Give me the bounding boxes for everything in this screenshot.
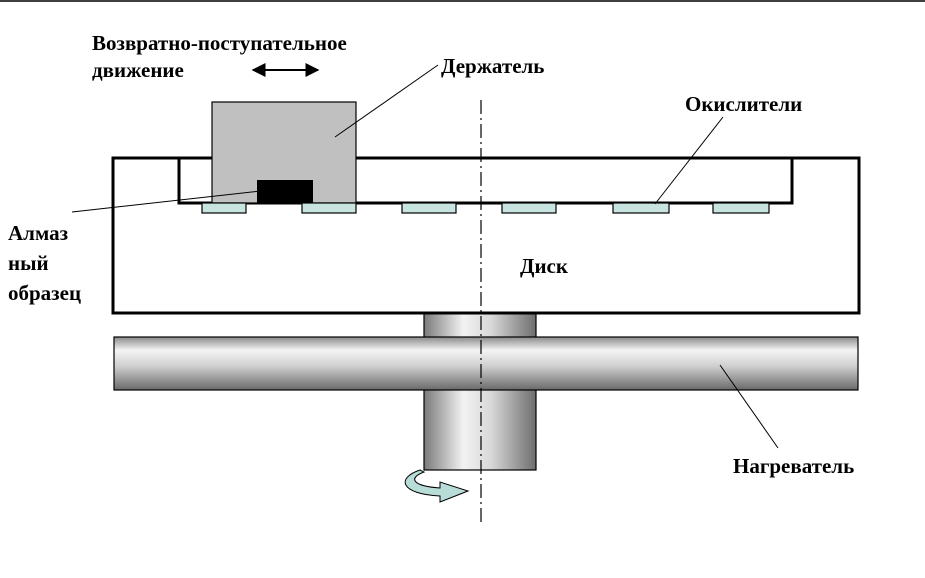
oxidizer-pad bbox=[201, 202, 247, 214]
oxidizer-pad bbox=[612, 202, 670, 214]
rotation-arrow bbox=[404, 469, 470, 503]
diamond-label-line2: ный bbox=[8, 251, 49, 275]
heater-bar bbox=[113, 336, 859, 391]
heater-label: Нагреватель bbox=[733, 454, 854, 478]
disk-label: Диск bbox=[520, 254, 569, 278]
sample-leader bbox=[71, 189, 271, 213]
motion-label-line2: движение bbox=[92, 58, 184, 82]
oxidizer-pad bbox=[501, 202, 557, 214]
oxidizer-pads bbox=[201, 202, 770, 214]
diamond-sample bbox=[257, 180, 313, 203]
holder-label: Держатель bbox=[441, 54, 544, 78]
oxidizer-pad bbox=[301, 202, 357, 214]
shaft bbox=[423, 311, 537, 471]
heater-leader bbox=[719, 364, 779, 449]
oxidizer-pad bbox=[712, 202, 770, 214]
motion-label-line1: Возвратно-поступательное bbox=[92, 31, 347, 55]
oxidizers-label: Окислители bbox=[685, 92, 802, 116]
oxidizer-pad bbox=[401, 202, 457, 214]
diamond-label-line3: образец bbox=[8, 281, 81, 305]
holder-leader bbox=[334, 64, 439, 138]
diamond-label-line1: Алмаз bbox=[8, 221, 68, 245]
oxidizers-leader bbox=[654, 116, 724, 205]
